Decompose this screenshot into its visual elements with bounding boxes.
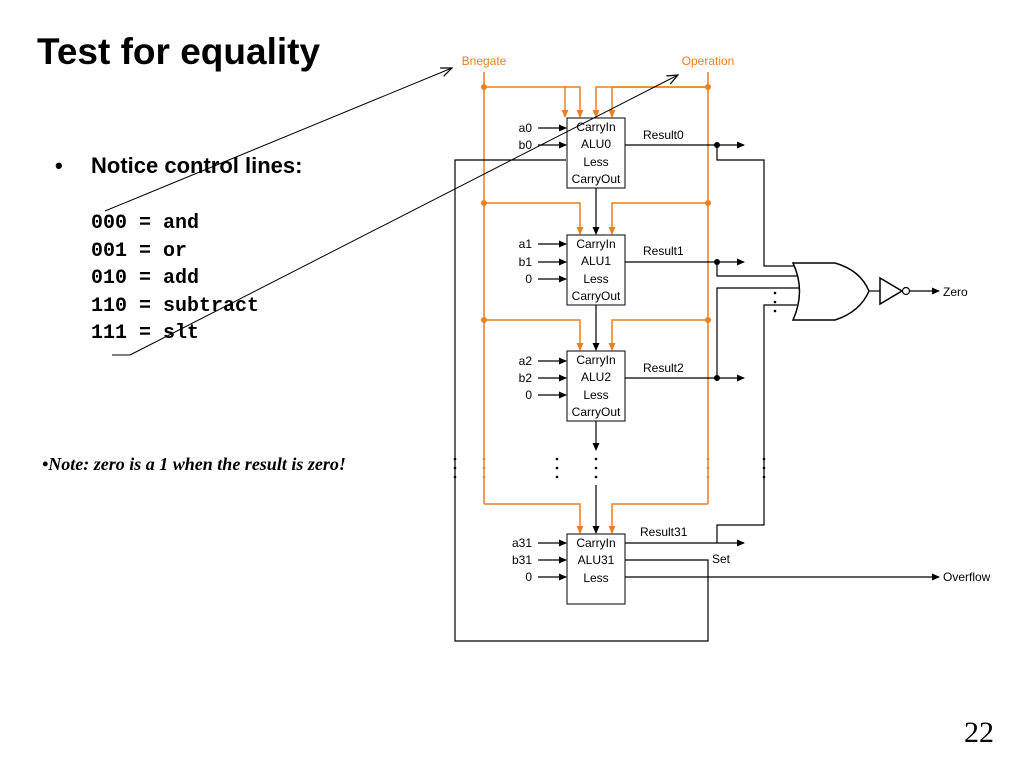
alu0-name: ALU0 [581,137,611,151]
zero-label: Zero [943,285,968,299]
input-a1: a1 [519,237,533,251]
alu0-less: Less [583,155,608,169]
alu2-name: ALU2 [581,370,611,384]
input-a2: a2 [519,354,533,368]
result31-label: Result31 [640,525,688,539]
alu0-box [566,117,626,189]
control-junctions [481,84,711,323]
result0-label: Result0 [643,128,684,142]
bullet-item: • Notice control lines: [55,152,302,180]
input-b0: b0 [519,138,533,152]
operation-to-alu1 [608,202,708,235]
result-junctions [714,142,720,381]
control-code: 010 = add [91,267,200,290]
page-number: 22 [964,716,994,749]
bnegate-to-alu0 [484,86,584,118]
set-label: Set [712,552,731,566]
alu0-carryout: CarryOut [572,172,621,186]
bnegate-to-alu31 [484,503,584,534]
ellipsis-dots [453,291,777,479]
callout-operation [129,75,678,356]
input-b31: b31 [512,553,532,567]
alu0-carryin: CarryIn [576,120,615,134]
set-overflow-wires [454,159,940,642]
control-code: 110 = subtract [91,294,260,318]
alu1-box [566,234,626,306]
overflow-label: Overflow [943,570,991,584]
slide-title: Test for equality [37,31,321,72]
alu31-box [566,533,626,605]
input-less31: 0 [525,570,532,584]
ellipsis-dots-orange [482,457,710,479]
alu1-carryin: CarryIn [576,237,615,251]
operation-to-alu0-b [608,86,708,118]
operation-to-alu2 [608,319,708,351]
inverter-bubble [901,286,911,296]
bnegate-to-alu2 [484,319,584,351]
control-code-list: 000 = and 001 = or 010 = add 110 = subtr… [91,210,259,348]
bnegate-to-alu1 [484,202,584,235]
result1-label: Result1 [643,244,684,258]
input-b1: b1 [519,255,533,269]
inverter [879,276,904,306]
alu31-carryin: CarryIn [576,536,615,550]
control-code: 001 = or [91,239,188,263]
control-code: 000 = and [91,212,200,235]
alu1-less: Less [583,272,608,286]
operation-to-alu0 [592,86,708,118]
result-wires [625,141,799,547]
input-arrows [538,124,567,581]
result2-label: Result2 [643,361,684,375]
operation-to-alu31 [608,503,708,534]
alu31-name: ALU31 [578,553,615,567]
callout-bnegate [104,68,452,212]
or-gate [791,262,870,321]
control-wiring [483,72,709,534]
alu-boxes [566,117,626,605]
bullet-dot: • [55,153,63,178]
alu2-carryin: CarryIn [576,353,615,367]
bnegate-label: Bnegate [462,54,507,68]
callout-lines [104,68,678,356]
alu1-carryout: CarryOut [572,289,621,303]
control-code: 111 = slt [91,322,200,345]
alu31-less: Less [583,571,608,585]
input-less1: 0 [525,272,532,286]
alu2-box [566,350,626,422]
alu1-name: ALU1 [581,254,611,268]
input-less2: 0 [525,388,532,402]
alu2-less: Less [583,388,608,402]
input-a0: a0 [519,121,533,135]
zero-note: •Note: zero is a 1 when the result is ze… [42,454,346,474]
input-b2: b2 [519,371,533,385]
bullet-text: Notice control lines: [91,153,303,178]
alu2-carryout: CarryOut [572,405,621,419]
operation-label: Operation [682,54,735,68]
input-a31: a31 [512,536,532,550]
